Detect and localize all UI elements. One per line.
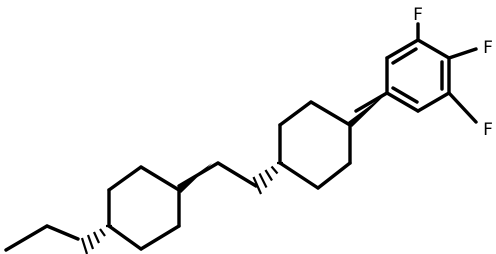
bond xyxy=(385,91,420,113)
cyclohexane-ring-left xyxy=(107,165,181,251)
fluorine-label: F xyxy=(413,5,423,25)
hash-mark xyxy=(270,165,279,175)
bond xyxy=(278,100,313,127)
bond xyxy=(447,47,478,60)
double-bond-inner xyxy=(391,47,418,65)
bond xyxy=(309,100,352,127)
hash-bond xyxy=(252,161,283,195)
hash-bond xyxy=(80,224,112,254)
bond xyxy=(354,91,389,113)
hash-mark xyxy=(80,237,89,254)
bond xyxy=(447,91,478,124)
bond xyxy=(107,165,143,192)
hash-mark xyxy=(264,169,273,182)
fluorine-label: F xyxy=(483,38,493,58)
wedge-bond xyxy=(177,163,212,193)
bond xyxy=(416,91,451,113)
bond xyxy=(107,224,143,251)
bond xyxy=(139,224,181,251)
hash-mark xyxy=(99,228,106,237)
cyclohexane-ring-right xyxy=(278,100,352,190)
bond xyxy=(385,38,420,60)
aromatic-ring xyxy=(354,38,451,113)
wedge-bond xyxy=(348,93,387,127)
hash-mark xyxy=(86,234,95,250)
bond xyxy=(45,224,80,241)
bond xyxy=(216,161,258,188)
double-bond-inner xyxy=(391,86,419,104)
bond xyxy=(139,165,181,192)
bond xyxy=(4,224,49,252)
fluoro-bonds xyxy=(416,22,478,124)
hash-mark xyxy=(92,231,101,244)
bond xyxy=(316,161,352,190)
hash-mark xyxy=(258,173,268,188)
propyl-chain xyxy=(4,224,80,252)
bond xyxy=(278,161,320,190)
atom-labels: F F F xyxy=(413,5,493,140)
fluorine-label: F xyxy=(483,120,493,140)
bond xyxy=(416,38,451,60)
